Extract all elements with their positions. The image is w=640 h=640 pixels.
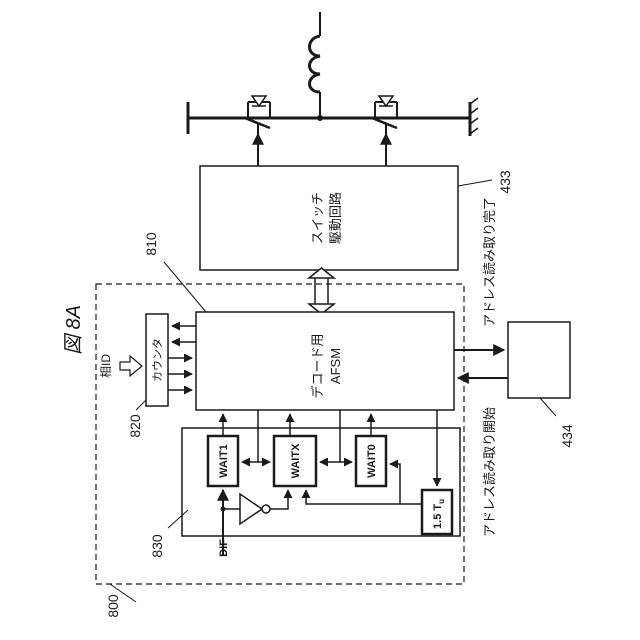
phase-id-label: 相ID (99, 354, 113, 378)
timer-subscript: u (437, 499, 446, 504)
dif-junction (221, 507, 226, 512)
ref-434: 434 (559, 424, 575, 448)
ground-hatch-1 (470, 98, 478, 104)
switch-right-icon (372, 96, 397, 160)
addr-read-complete-label: アドレス読み取り完了 (482, 197, 497, 327)
inverter-bubble-icon (262, 505, 270, 513)
switch-drive-label-2: 駆動回路 (328, 192, 343, 244)
power-circuit (188, 12, 478, 160)
afsm-block (196, 312, 454, 410)
wait0-label: WAIT0 (366, 444, 378, 478)
ref-433: 433 (497, 170, 513, 194)
leader-434 (540, 398, 556, 416)
ref-810: 810 (143, 232, 159, 256)
dif-label: DIF (218, 539, 230, 557)
waitx-label: WAITX (290, 443, 302, 478)
switch-drive-label-1: スイッチ (310, 192, 325, 244)
counter-label: カウンタ (151, 338, 164, 382)
wait1-label: WAIT1 (218, 444, 230, 478)
figure-title: 図 8A (63, 305, 85, 355)
afsm-label-1: デコード用 (310, 333, 325, 398)
block-434 (508, 322, 570, 398)
ref-820: 820 (127, 414, 143, 438)
bidirectional-bus-icon (309, 268, 334, 314)
coil-icon (310, 36, 321, 92)
leader-820 (136, 400, 146, 410)
ref-830: 830 (149, 534, 165, 558)
phase-id-arrow-icon (120, 356, 142, 376)
leader-433 (458, 180, 492, 186)
afsm-label-2: AFSM (328, 348, 343, 384)
ref-800: 800 (105, 594, 121, 618)
timer-main: 1.5 T (432, 504, 444, 529)
addr-read-start-label: アドレス読み取り開始 (482, 407, 497, 537)
